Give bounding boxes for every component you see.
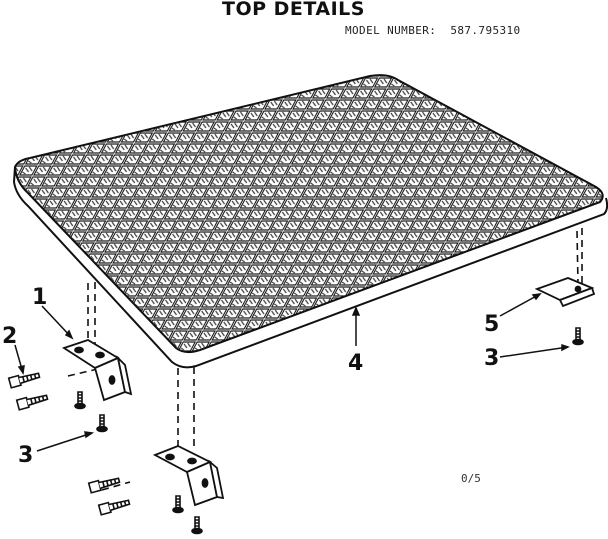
callout-4: 4 — [348, 351, 363, 376]
leader-lines — [14, 292, 570, 452]
callout-1: 1 — [32, 285, 47, 310]
model-number: 587.795310 — [450, 24, 521, 37]
bracket-right — [534, 277, 596, 308]
table-top — [12, 74, 608, 369]
vertical-screw-icon — [74, 327, 584, 535]
screw-icon — [7, 372, 131, 516]
model-label: MODEL NUMBER: — [345, 24, 437, 37]
callout-3-right: 3 — [484, 346, 499, 371]
bracket-lower — [152, 445, 225, 507]
callout-3-left: 3 — [18, 443, 33, 468]
page-title: TOP DETAILS — [222, 0, 365, 20]
bracket-left — [61, 339, 133, 402]
callout-5: 5 — [484, 312, 499, 337]
footer-code: 0/5 — [461, 472, 481, 485]
callout-2: 2 — [2, 324, 17, 349]
model-number-line: MODEL NUMBER: 587.795310 — [345, 24, 521, 37]
